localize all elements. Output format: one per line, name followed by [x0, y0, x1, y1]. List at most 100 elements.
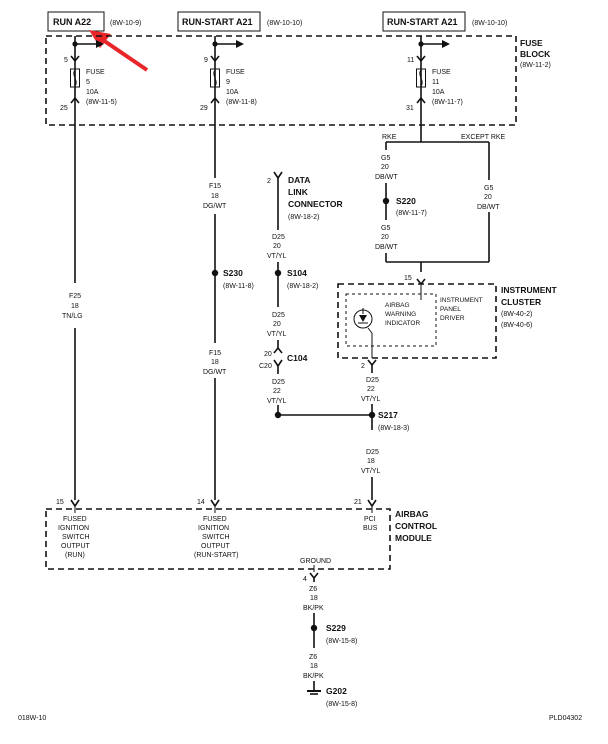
svg-text:D25: D25: [366, 449, 379, 456]
svg-text:D25: D25: [272, 234, 285, 241]
svg-text:INSTRUMENT: INSTRUMENT: [501, 285, 558, 295]
svg-text:22: 22: [367, 386, 375, 393]
wire-d25-acm[interactable]: D25 18 VT/YL: [361, 449, 381, 500]
svg-text:Z6: Z6: [309, 654, 317, 661]
svg-text:MODULE: MODULE: [395, 533, 432, 543]
svg-text:WARNING: WARNING: [385, 311, 416, 318]
svg-text:G202: G202: [326, 686, 347, 696]
svg-text:VT/YL: VT/YL: [267, 253, 287, 260]
acm-ground-pin-4[interactable]: GROUND 4: [300, 558, 331, 583]
svg-text:20: 20: [381, 234, 389, 241]
svg-text:IGNITION: IGNITION: [198, 525, 229, 532]
svg-text:CONNECTOR: CONNECTOR: [288, 199, 343, 209]
svg-text:BUS: BUS: [363, 525, 378, 532]
svg-text:10A: 10A: [432, 89, 445, 96]
wire-z6[interactable]: Z6 18 BK/PK Z6 18 BK/PK: [303, 578, 324, 690]
fuse-block-label: FUSE BLOCK (8W-11-2): [520, 38, 551, 69]
wire-g5[interactable]: RKE EXCEPT RKE G5 20 DB/WT G5 20 DB/WT G…: [375, 103, 506, 272]
svg-text:SWITCH: SWITCH: [62, 534, 90, 541]
svg-text:S220: S220: [396, 196, 416, 206]
fuse-11[interactable]: 11 31 FUSE 11 10A (8W-11-7): [406, 36, 463, 112]
fuse-9[interactable]: 9 29 FUSE 9 10A (8W-11-8): [200, 36, 257, 112]
svg-text:20: 20: [264, 351, 272, 358]
svg-text:C20: C20: [259, 363, 272, 370]
svg-text:DG/WT: DG/WT: [203, 203, 227, 210]
connector-c104[interactable]: 20 C20 C104: [259, 346, 308, 370]
svg-text:F25: F25: [69, 293, 81, 300]
wire-f25[interactable]: F25 18 TN/LG: [62, 103, 83, 500]
svg-text:20: 20: [381, 164, 389, 171]
svg-text:VT/YL: VT/YL: [361, 396, 381, 403]
footer-drawing-id: PLD04302: [549, 715, 582, 722]
svg-text:(8W-15-8): (8W-15-8): [326, 701, 357, 708]
svg-text:(8W-15-8): (8W-15-8): [326, 638, 357, 645]
svg-text:DB/WT: DB/WT: [375, 174, 398, 181]
svg-text:SWITCH: SWITCH: [202, 534, 230, 541]
svg-text:(8W-11-2): (8W-11-2): [520, 62, 551, 69]
source-run-a22[interactable]: RUN A22 (8W-10-9): [47, 11, 141, 32]
svg-text:15: 15: [56, 499, 64, 506]
svg-text:BLOCK: BLOCK: [520, 49, 551, 59]
airbag-warning-lamp-icon: [353, 308, 373, 334]
acm-pin-14-run-start[interactable]: 14 FUSED IGNITION SWITCH OUTPUT (RUN-STA…: [194, 499, 238, 559]
svg-text:(8W-40-2): (8W-40-2): [501, 311, 532, 318]
wire-d25-cluster[interactable]: D25 22 VT/YL: [278, 365, 381, 430]
svg-text:DB/WT: DB/WT: [375, 244, 398, 251]
splice-s220[interactable]: S220 (8W-11-7): [382, 196, 427, 217]
acm-pin-15-run[interactable]: 15 FUSED IGNITION SWITCH OUTPUT (RUN): [56, 499, 91, 559]
ground-g202[interactable]: G202 (8W-15-8): [307, 686, 357, 708]
instrument-panel-driver-label: INSTRUMENT PANEL DRIVER: [440, 297, 483, 322]
instrument-cluster-pin-15[interactable]: 15: [404, 275, 426, 300]
svg-text:GROUND: GROUND: [300, 558, 331, 565]
svg-text:D25: D25: [366, 377, 379, 384]
source-run-start-a21-right[interactable]: RUN-START A21 (8W-10-10): [382, 11, 507, 32]
svg-text:31: 31: [406, 105, 414, 112]
instrument-cluster-pin-2[interactable]: 2: [361, 359, 377, 370]
svg-text:PANEL: PANEL: [440, 306, 461, 313]
svg-text:BK/PK: BK/PK: [303, 605, 324, 612]
svg-text:2: 2: [361, 363, 365, 370]
svg-text:18: 18: [310, 663, 318, 670]
wire-d25-data[interactable]: D25 20 VT/YL D25 20 VT/YL D25 22 VT/YL: [267, 234, 287, 415]
instrument-cluster-label: INSTRUMENT CLUSTER (8W-40-2) (8W-40-6): [501, 285, 558, 329]
svg-text:VT/YL: VT/YL: [361, 468, 381, 475]
svg-text:INDICATOR: INDICATOR: [385, 320, 420, 327]
svg-text:21: 21: [354, 499, 362, 506]
svg-text:(8W-10-9): (8W-10-9): [110, 20, 141, 27]
svg-text:FUSE: FUSE: [432, 69, 451, 76]
wire-f15[interactable]: F15 18 DG/WT F15 18 DG/WT: [203, 103, 227, 500]
splice-s229[interactable]: S229 (8W-15-8): [310, 623, 358, 645]
svg-text:(8W-11-5): (8W-11-5): [86, 99, 117, 106]
splice-s104[interactable]: S104 (8W-18-2): [274, 268, 319, 290]
splice-s230[interactable]: S230 (8W-11-8): [211, 268, 254, 290]
svg-text:DG/WT: DG/WT: [203, 369, 227, 376]
svg-text:VT/YL: VT/YL: [267, 331, 287, 338]
fuse-5[interactable]: 5 25 FUSE 5 10A (8W-11-5): [60, 36, 117, 112]
source-run-start-a21-left[interactable]: RUN-START A21 (8W-10-10): [177, 11, 302, 32]
airbag-control-module-label: AIRBAG CONTROL MODULE: [395, 509, 437, 543]
svg-text:10A: 10A: [86, 89, 99, 96]
airbag-control-module-outline: [45, 508, 391, 570]
svg-text:S104: S104: [287, 268, 307, 278]
svg-text:FUSED: FUSED: [203, 516, 227, 523]
svg-text:FUSED: FUSED: [63, 516, 87, 523]
svg-text:C104: C104: [287, 353, 308, 363]
svg-text:20: 20: [273, 243, 281, 250]
svg-text:(8W-18-2): (8W-18-2): [287, 283, 318, 290]
svg-text:22: 22: [273, 388, 281, 395]
svg-text:(RUN-START): (RUN-START): [194, 552, 238, 559]
svg-text:S229: S229: [326, 623, 346, 633]
splice-s217[interactable]: S217 (8W-18-3): [274, 410, 410, 432]
airbag-indicator-box: [345, 293, 437, 347]
svg-text:11: 11: [432, 79, 439, 86]
svg-text:18: 18: [211, 193, 219, 200]
svg-text:(8W-10-10): (8W-10-10): [267, 20, 302, 27]
svg-text:(8W-11-8): (8W-11-8): [223, 283, 254, 290]
acm-pin-21-pci-bus[interactable]: 21 PCI BUS: [354, 499, 378, 532]
svg-text:OUTPUT: OUTPUT: [61, 543, 91, 550]
svg-text:(RUN): (RUN): [65, 552, 85, 559]
svg-text:14: 14: [197, 499, 205, 506]
data-link-connector[interactable]: 2 DATA LINK CONNECTOR (8W-18-2): [267, 171, 343, 230]
svg-text:9: 9: [226, 79, 230, 86]
